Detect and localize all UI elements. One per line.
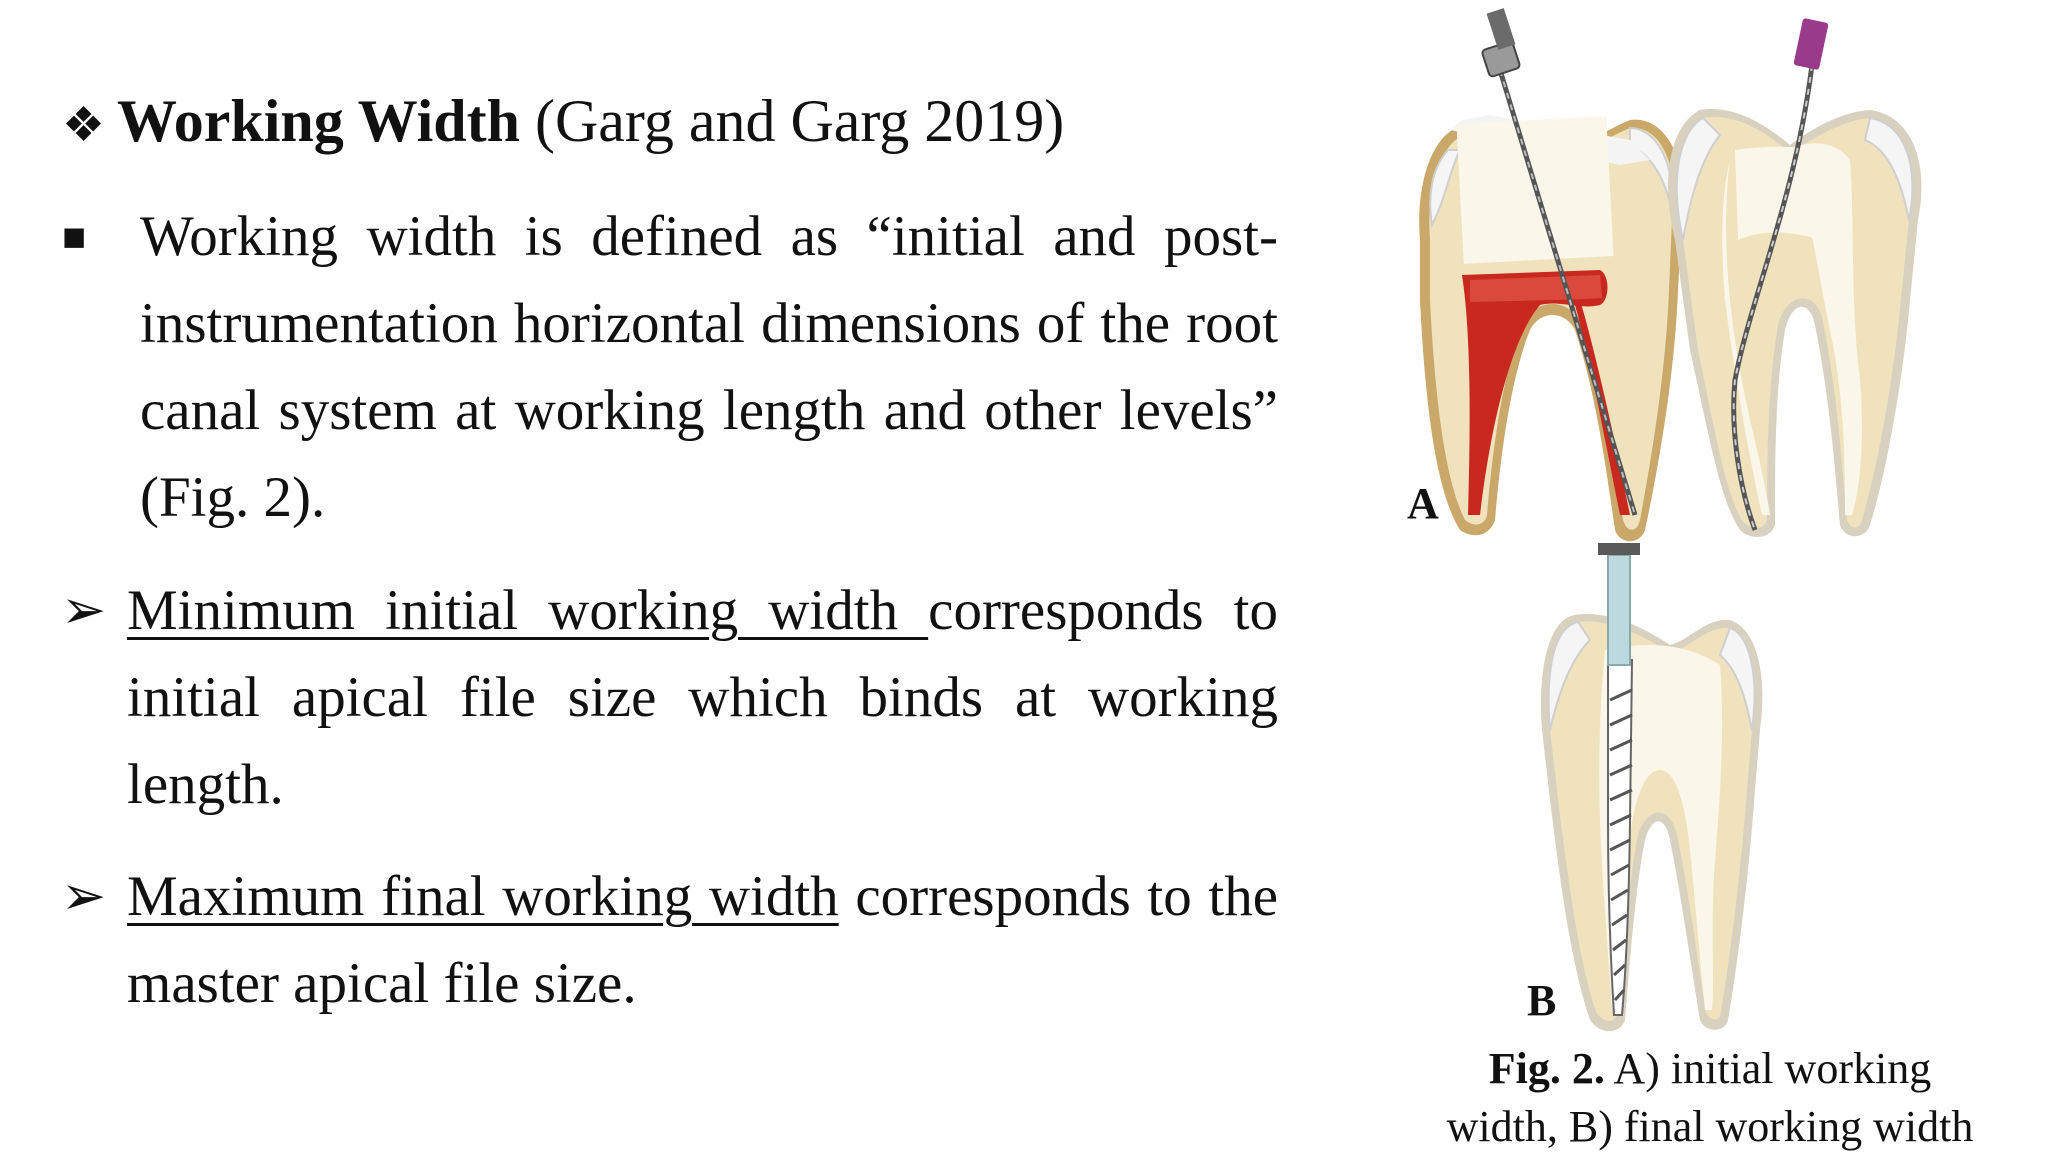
caption-line-1: A) initial working [1604,1044,1932,1093]
maximum-width-paragraph: ➢ Maximum final working width correspond… [61,853,1278,1027]
tooth-illustration [1419,8,1922,1032]
tooth-a-file [1668,18,1922,537]
caption-line-2: width, B) final working width [1446,1102,1974,1151]
tooth-b-final [1540,543,1763,1032]
figure-caption: Fig. 2. A) initial working width, B) fin… [1390,1040,2030,1156]
figure-label-b: B [1527,976,1557,1025]
figure-2: A B Fig. 2. A) initial working width, B)… [1390,0,2030,1152]
square-bullet-icon: ■ [62,214,87,259]
minimum-width-paragraph: ➢ Minimum initial working width correspo… [61,567,1278,828]
diamond-bullet-icon: ❖ [62,99,106,152]
figure-label-a: A [1407,479,1439,528]
tooth-a-initial [1419,8,1684,542]
heading-citation: (Garg and Garg 2019) [534,88,1065,154]
maximum-width-text: corresponds to the master apical file si… [127,865,1278,1015]
definition-text: Working width is defined as “initial and… [140,205,1278,529]
arrow-bullet-icon: ➢ [61,580,107,640]
maximum-width-term: Maximum final working width [127,865,839,928]
definition-paragraph: ■ Working width is defined as “initial a… [62,193,1278,541]
slide-heading: ❖Working Width (Garg and Garg 2019) [62,86,1064,161]
arrow-bullet-icon: ➢ [61,866,107,926]
heading-title: Working Width [117,88,520,154]
minimum-width-text: corresponds to initial apical file size … [127,579,1278,816]
caption-figure-number: Fig. 2. [1488,1044,1605,1093]
minimum-width-term: Minimum initial working width [127,579,929,642]
